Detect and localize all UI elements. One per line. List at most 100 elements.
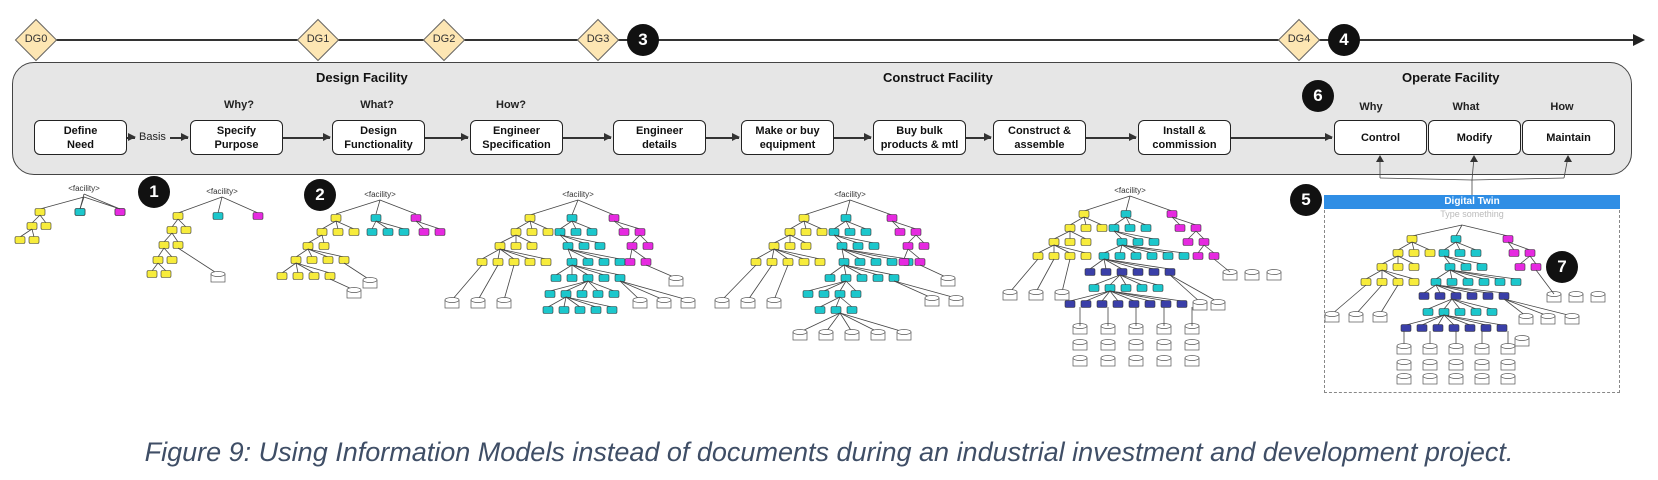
phase-band: [12, 62, 1632, 175]
tree-doc-top: [1324, 311, 1340, 317]
tree-node: [558, 306, 570, 314]
tree-edge: [825, 312, 841, 333]
tree-edge: [807, 280, 847, 292]
tree-edge: [295, 262, 299, 274]
tree-doc-top: [1266, 269, 1282, 275]
tree-node: [1112, 300, 1124, 308]
tree-doc-top: [1100, 355, 1116, 361]
phase-title-design: Design Facility: [316, 70, 408, 85]
tree-node: [898, 258, 910, 266]
tree-edge: [619, 280, 689, 301]
tree-edge: [1455, 241, 1477, 251]
tree-node: [582, 274, 594, 282]
tree-edge: [1443, 314, 1487, 326]
tree-node: [1124, 224, 1136, 232]
gate-label-dg2: DG2: [432, 33, 456, 45]
tree-node: [1434, 292, 1446, 300]
tree-node: [434, 228, 446, 236]
tree-node: [1510, 278, 1522, 286]
tree-edge: [171, 232, 179, 243]
question-operate-why: Why: [1359, 101, 1383, 113]
tree-doc-top: [1474, 373, 1490, 379]
tree-edge: [1119, 274, 1143, 286]
tree-node: [624, 258, 636, 266]
tree-edge: [841, 248, 877, 260]
tree-edge: [789, 234, 807, 244]
tree-edge: [451, 264, 483, 301]
tree-edge: [1085, 290, 1111, 302]
step-badge-2: 2: [304, 179, 336, 211]
tree-doc-top: [1372, 311, 1388, 317]
tree-node: [212, 212, 224, 220]
tree-node: [510, 242, 522, 250]
tree-edge: [587, 280, 615, 292]
tree-edge: [1069, 290, 1111, 302]
tree-doc-top: [362, 277, 378, 283]
tree-node: [338, 256, 350, 264]
gate-label-dg3: DG3: [586, 33, 610, 45]
tree-edge: [1103, 258, 1107, 270]
tree-node: [1482, 292, 1494, 300]
tree-edge: [619, 280, 641, 301]
tree-node: [614, 274, 626, 282]
tree-edge: [83, 193, 121, 210]
tree-doc-top: [346, 287, 362, 293]
tree-edge: [755, 248, 775, 260]
tree-edge: [823, 280, 847, 292]
tree-node: [750, 258, 762, 266]
step-control: Control: [1334, 120, 1427, 155]
tree-node: [1048, 238, 1060, 246]
gate-label-dg0: DG0: [24, 33, 48, 45]
tree-edge: [1109, 274, 1121, 286]
tree-node: [1140, 224, 1152, 232]
tree-edge: [1113, 230, 1139, 240]
tree-doc-top: [1448, 359, 1464, 365]
tree-doc-top: [444, 297, 460, 303]
tree-edge: [1381, 269, 1415, 280]
tree-edge: [1009, 258, 1039, 293]
tree-node: [1160, 300, 1172, 308]
tree-edge: [295, 262, 315, 274]
tree-doc-top: [1244, 269, 1260, 275]
tree-doc-top: [792, 329, 808, 335]
tree-edge: [1443, 255, 1483, 265]
tree-node: [886, 258, 898, 266]
tree-edge: [1411, 241, 1415, 251]
tree-doc-top: [1500, 373, 1516, 379]
tree-edge: [1197, 244, 1205, 254]
tree-node: [814, 258, 826, 266]
tree-edge: [31, 214, 41, 224]
step-engineer-details: Engineer details: [613, 120, 706, 155]
tree-doc-top: [1184, 355, 1200, 361]
tree-edge: [499, 248, 531, 260]
tree-edge: [907, 234, 917, 244]
digital-twin-placeholder: Type something: [1440, 209, 1504, 219]
tree-node: [872, 274, 884, 282]
tree-edge: [1443, 314, 1471, 326]
tree-edge: [1381, 269, 1399, 280]
tree-edge: [1443, 314, 1503, 326]
tree-edge: [1405, 314, 1445, 326]
tree-doc-top: [1514, 335, 1530, 341]
tree-edge: [773, 248, 805, 260]
tree-edge: [529, 220, 533, 230]
tree-node: [1162, 252, 1174, 260]
tree-node: [1080, 252, 1092, 260]
tree-node: [166, 226, 178, 234]
tree-doc-top: [1474, 359, 1490, 365]
tree-edge: [845, 199, 851, 216]
tree-doc-top: [656, 297, 672, 303]
tree-edge: [577, 199, 615, 216]
tree-edge: [1451, 298, 1493, 310]
tree-node: [418, 228, 430, 236]
tree-edge: [1423, 284, 1437, 294]
tree-edge: [1121, 244, 1137, 254]
tree-node: [1400, 324, 1412, 332]
tree-edge: [1069, 230, 1087, 240]
tree-node: [180, 226, 192, 234]
tree-edge: [1455, 224, 1463, 237]
tree-edge: [1053, 244, 1071, 254]
tree-edge: [1119, 244, 1123, 254]
tree-node: [370, 214, 382, 222]
